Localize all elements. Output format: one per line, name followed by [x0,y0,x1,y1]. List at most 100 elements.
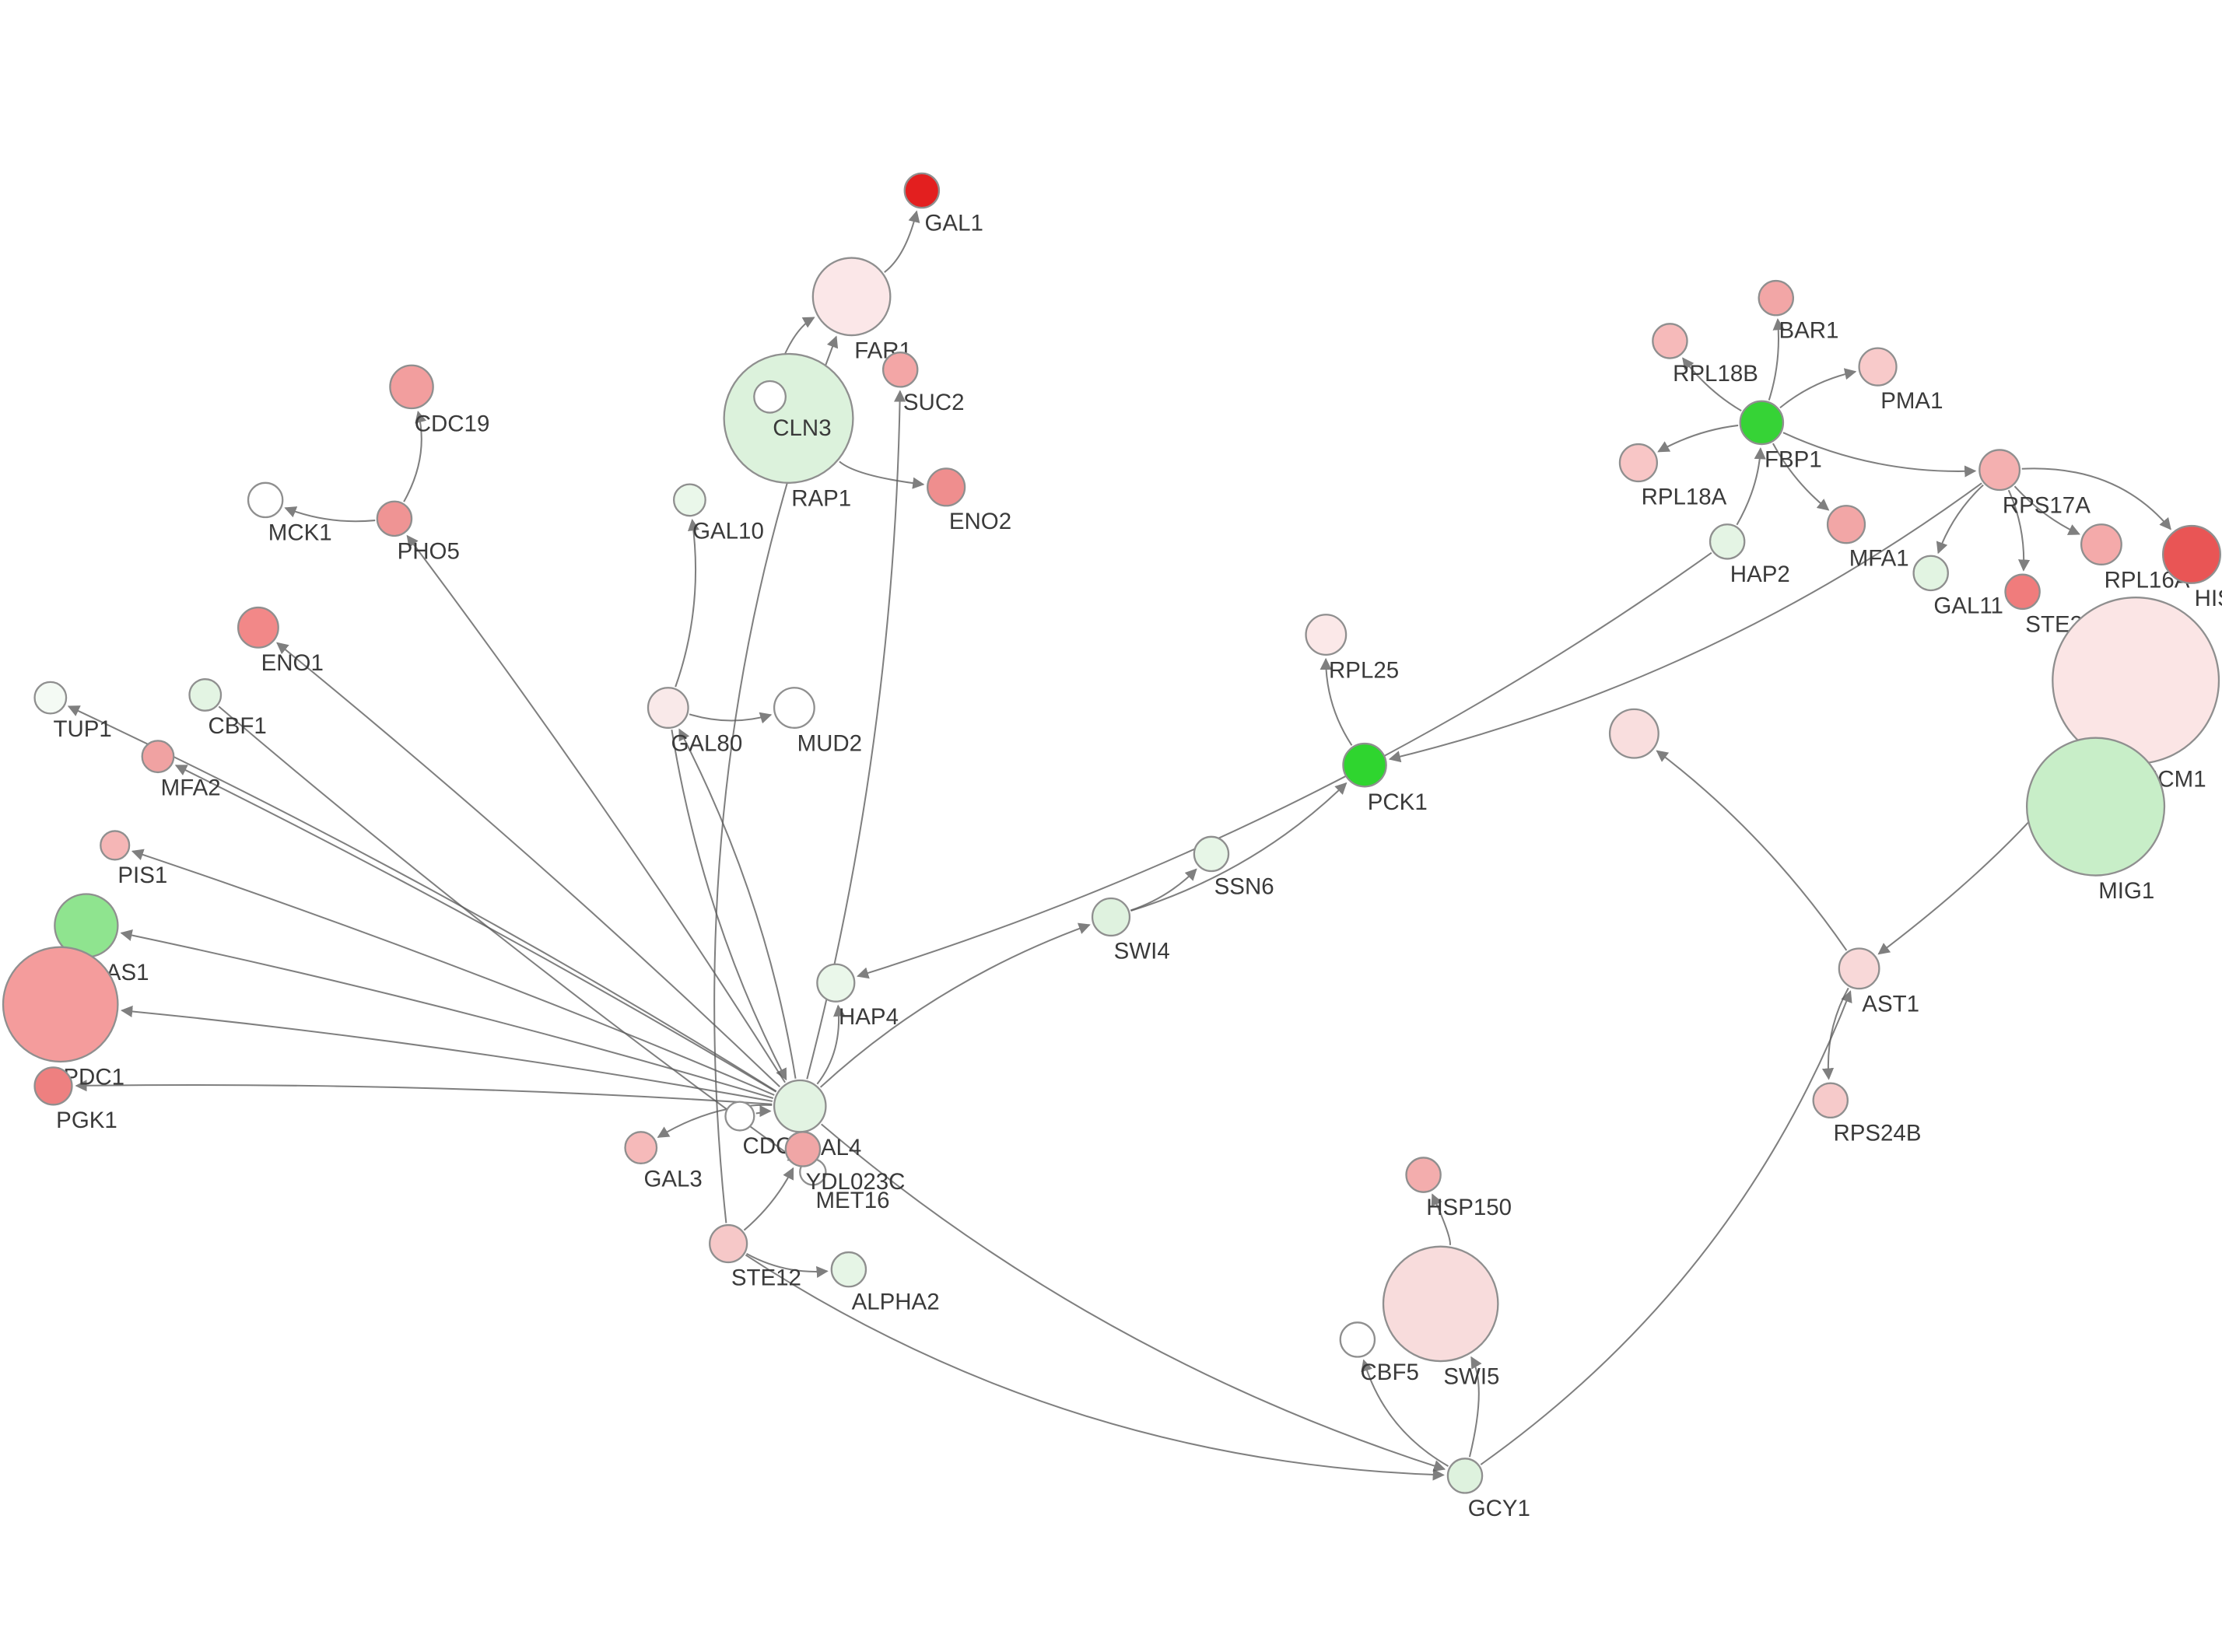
edge-GAL4-PGK1[interactable] [75,1080,773,1105]
node-circle-SWI4[interactable] [1091,897,1131,937]
edge-FBP1-PMA1[interactable] [1779,368,1857,409]
node-circle-HAP4[interactable] [816,963,856,1003]
node-circle-PHO5[interactable] [376,500,413,537]
edge-GAL4-HAP4[interactable] [816,1004,846,1085]
edge-PCK1-RPL25[interactable] [1320,657,1353,746]
node-circle-CDC_X[interactable] [724,1101,755,1132]
edge-PHO5-MCK1[interactable] [284,506,376,523]
node-circle-NODE_A[interactable] [1608,708,1659,759]
edge-GAL4-GCY1[interactable] [821,1123,1446,1472]
edge-GAL4-ENO1[interactable] [276,642,780,1088]
edge-STE12-GCY1[interactable] [745,1254,1445,1481]
edge-GAL4-PIS1[interactable] [131,849,775,1096]
node-circle-RPL18A[interactable] [1618,443,1659,483]
edge-FBP1-MFA1[interactable] [1772,443,1830,511]
node-circle-SUC2[interactable] [881,352,919,388]
edge-FBP1-RPS17A[interactable] [1782,432,1977,478]
node-circle-GCY1[interactable] [1446,1458,1484,1494]
node-MCK1: MCK1 [247,481,332,545]
edge-GAL80-MUD2[interactable] [689,712,773,724]
node-circle-GAL80[interactable] [647,687,689,729]
node-circle-RPL25[interactable] [1305,614,1348,656]
node-circle-RPS17A[interactable] [1978,449,2021,492]
node-circle-CBF1[interactable] [188,678,223,712]
edge-GAL4-GAL80[interactable] [678,728,797,1079]
node-circle-ALPHA2[interactable] [830,1251,867,1288]
node-circle-CDC19[interactable] [389,364,434,410]
edge-STE12-ALPHA2[interactable] [746,1252,829,1279]
node-circle-RPL16A[interactable] [2080,523,2122,565]
node-circle-GAL11[interactable] [1912,555,1949,592]
node-circle-AST1[interactable] [1838,947,1880,990]
edge-STE12-YDL023C[interactable] [743,1167,794,1231]
node-circle-CLN3[interactable] [753,380,787,414]
edge-CDC_X-GAL4[interactable] [755,1105,772,1118]
node-circle-GAL4[interactable] [773,1079,827,1133]
node-circle-MCK1[interactable] [247,481,284,519]
node-circle-MFA1[interactable] [1826,505,1866,544]
node-circle-YDL023C[interactable] [784,1131,822,1167]
node-circle-MFA2[interactable] [141,740,175,774]
node-circle-MUD2[interactable] [773,687,815,729]
edge-PHO5-CDC19[interactable] [403,410,427,502]
edge-SWI4-PCK1[interactable] [1130,782,1348,912]
node-circle-TUP1[interactable] [33,681,68,715]
edge-HAP2-FBP1[interactable] [1736,447,1766,526]
node-circle-FBP1[interactable] [1739,400,1785,446]
node-circle-HSP150[interactable] [1405,1157,1442,1193]
node-circle-SWI5[interactable] [1382,1245,1499,1363]
node-circle-MCM1[interactable] [2052,597,2220,765]
edge-AST1-NODE_A[interactable] [1656,750,1848,951]
node-circle-HAP2[interactable] [1709,523,1746,560]
edge-HAP2-HAP4[interactable] [857,551,1712,979]
node-circle-CBF5[interactable] [1339,1321,1376,1358]
node-label-CBF5: CBF5 [1361,1360,1419,1385]
node-circle-FAR1[interactable] [811,257,892,337]
node-circle-ENO1[interactable] [237,606,279,649]
edge-RPS17A-RPL16A[interactable] [2013,485,2080,535]
node-circle-STE2[interactable] [2004,573,2041,611]
edge-RPS17A-PCK1[interactable] [1388,482,1982,763]
node-circle-ENO2[interactable] [927,467,966,507]
edge-FAR1-GAL1[interactable] [884,210,920,273]
edge-GCY1-AST1[interactable] [1480,990,1852,1465]
node-circle-PDC1[interactable] [2,946,119,1063]
node-circle-PGK1[interactable] [33,1066,73,1106]
edge-AST1-RPS24B[interactable] [1821,987,1849,1080]
node-circle-GAL10[interactable] [672,483,706,517]
edge-FBP1-RPL18A[interactable] [1657,424,1739,453]
edge-GAL4-MFA2[interactable] [174,765,777,1093]
edge-FBP1-RPL18B[interactable] [1682,357,1742,412]
node-circle-STE12[interactable] [709,1223,748,1264]
edge-FBP1-BAR1[interactable] [1768,318,1785,401]
edge-GAL4-PHO5[interactable] [406,534,786,1083]
node-circle-MIG1[interactable] [2025,737,2166,877]
node-circle-SSN6[interactable] [1193,835,1230,873]
edge-GAL4-PDC1[interactable] [121,1005,773,1102]
node-circle-BAR1[interactable] [1758,279,1795,317]
edge-RAP1-ENO2[interactable] [839,460,925,489]
edge-GAL4-GAL3[interactable] [657,1104,773,1138]
edge-GCY1-CBF5[interactable] [1361,1359,1449,1467]
node-circle-GAL1[interactable] [903,172,941,209]
edge-GAL80-GAL10[interactable] [675,519,700,688]
edge-GAL4-SWI4[interactable] [819,922,1091,1088]
node-circle-PMA1[interactable] [1858,347,1898,387]
node-circle-PIS1[interactable] [100,830,131,861]
node-circle-HIS4[interactable] [2161,524,2221,584]
edge-RPS17A-STE2[interactable] [2007,489,2031,572]
node-circle-PCK1[interactable] [1342,742,1387,788]
edge-GCY1-SWI5[interactable] [1468,1356,1482,1458]
edge-GAL4-TUP1[interactable] [67,705,777,1093]
edge-RPS17A-HIS4[interactable] [2021,467,2171,530]
node-circle-RAP1[interactable] [723,352,854,484]
edge-RPS17A-GAL11[interactable] [1936,484,1984,555]
edge-CBF1-MET16[interactable] [218,705,801,1163]
edge-GAL80-GAL4[interactable] [671,730,787,1081]
edge-GAL4-RAS1[interactable] [120,929,774,1099]
node-circle-GAL3[interactable] [624,1131,658,1164]
node-circle-RPS24B[interactable] [1812,1082,1849,1119]
edge-SWI4-SSN6[interactable] [1130,868,1197,912]
edge-SWI5-HSP150[interactable] [1431,1193,1451,1245]
node-circle-RPL18B[interactable] [1652,323,1688,359]
